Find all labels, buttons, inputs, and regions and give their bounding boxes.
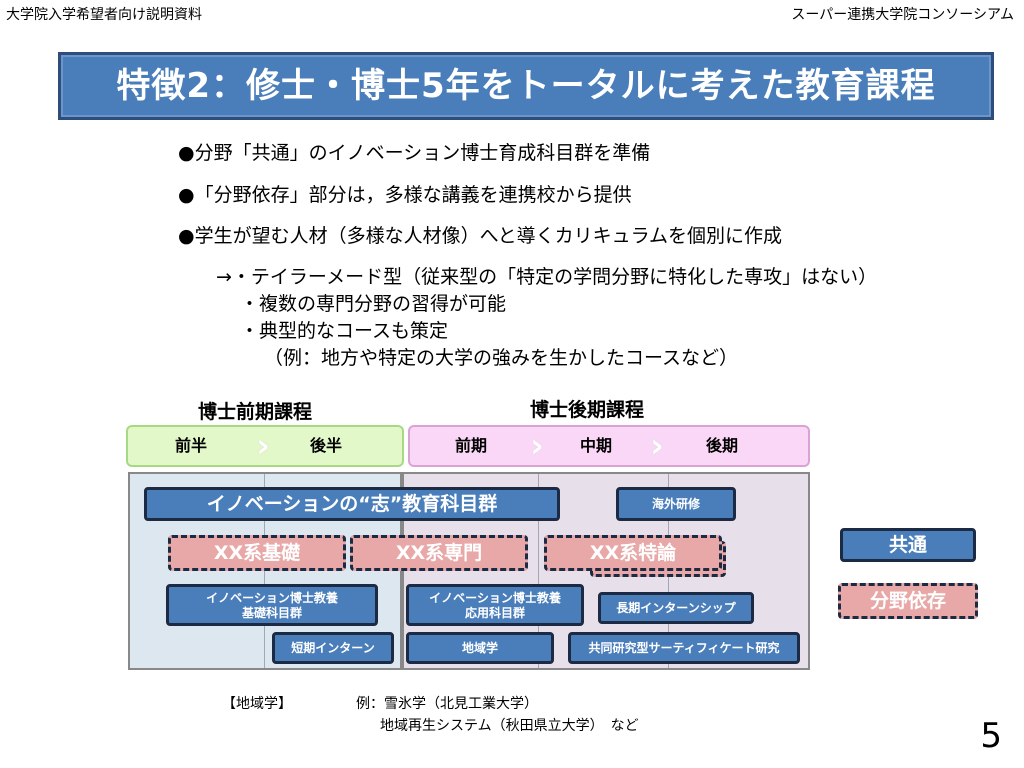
phase-bar-first [126,425,404,467]
bullet-3: ●学生が望む人材（多様な人材像）へと導くカリキュラムを個別に作成 [178,225,783,247]
legend-common: 共通 [840,528,976,562]
sub-bullet-2: ・複数の専門分野の習得が可能 [240,293,507,315]
chevron-right-icon: › [650,426,665,466]
sub-bullet-1: →・テイラーメード型（従来型の「特定の学問分野に特化した専攻」はない） [216,266,878,288]
phase-late: 後期 [705,436,738,455]
box-xx-special: XX系専門 [350,535,528,571]
bullet-1: ●分野「共通」のイノベーション博士育成科目群を準備 [178,142,651,164]
phase-second-half: 後半 [309,436,342,455]
phase-early: 前期 [454,436,487,455]
box-applied-subjects-line2: 応用科目群 [464,606,525,620]
chevron-right-icon: › [256,426,271,466]
slide-title: 特徴2：修士・博士5年をトータルに考えた教育課程 [116,66,936,106]
label-doctor-second: 博士後期課程 [530,399,645,421]
box-xx-topics: XX系特論 [544,535,722,571]
box-short-internship: 短期インターン [272,632,394,664]
box-basic-subjects-line1: イノベーション博士教養 [206,591,338,605]
divider-line [538,474,539,668]
box-applied-subjects-line1: イノベーション博士教養 [429,591,561,605]
footer-example-2: 地域再生システム（秋田県立大学） など [380,718,639,734]
box-basic-subjects: イノベーション博士教養 基礎科目群 [166,584,378,626]
divider-line [264,474,265,668]
box-joint-certificate: 共同研究型サーティフィケート研究 [568,632,800,664]
footer-example-1: 例：雪氷学（北見工業大学） [356,696,538,712]
box-long-internship: 長期インターンシップ [598,592,754,624]
title-banner: 特徴2：修士・博士5年をトータルに考えた教育課程 [58,52,994,120]
box-overseas-training: 海外研修 [616,487,736,521]
phase-middle: 中期 [579,436,612,455]
bullet-2: ●「分野依存」部分は，多様な講義を連携校から提供 [178,184,632,206]
sub-bullet-4: （例：地方や特定の大学の強みを生かしたコースなど） [264,347,739,369]
header-right-text: スーパー連携大学院コンソーシアム [791,7,1014,23]
phase-bar-second [408,425,810,467]
box-innovation-subjects: イノベーションの“志”教育科目群 [144,487,560,521]
page-number: 5 [980,716,1002,756]
box-regional-studies: 地域学 [406,632,554,664]
footer-label: 【地域学】 [222,696,292,712]
box-applied-subjects: イノベーション博士教養 応用科目群 [406,584,584,626]
phase-first-half: 前半 [174,436,207,455]
sub-bullet-3: ・典型的なコースも策定 [240,320,449,342]
chevron-right-icon: › [530,426,545,466]
box-xx-basic: XX系基礎 [168,535,346,571]
box-basic-subjects-line2: 基礎科目群 [241,606,302,620]
legend-field-dependent: 分野依存 [838,583,978,619]
label-doctor-first: 博士前期課程 [198,401,313,423]
header-left-text: 大学院入学希望者向け説明資料 [6,7,202,23]
